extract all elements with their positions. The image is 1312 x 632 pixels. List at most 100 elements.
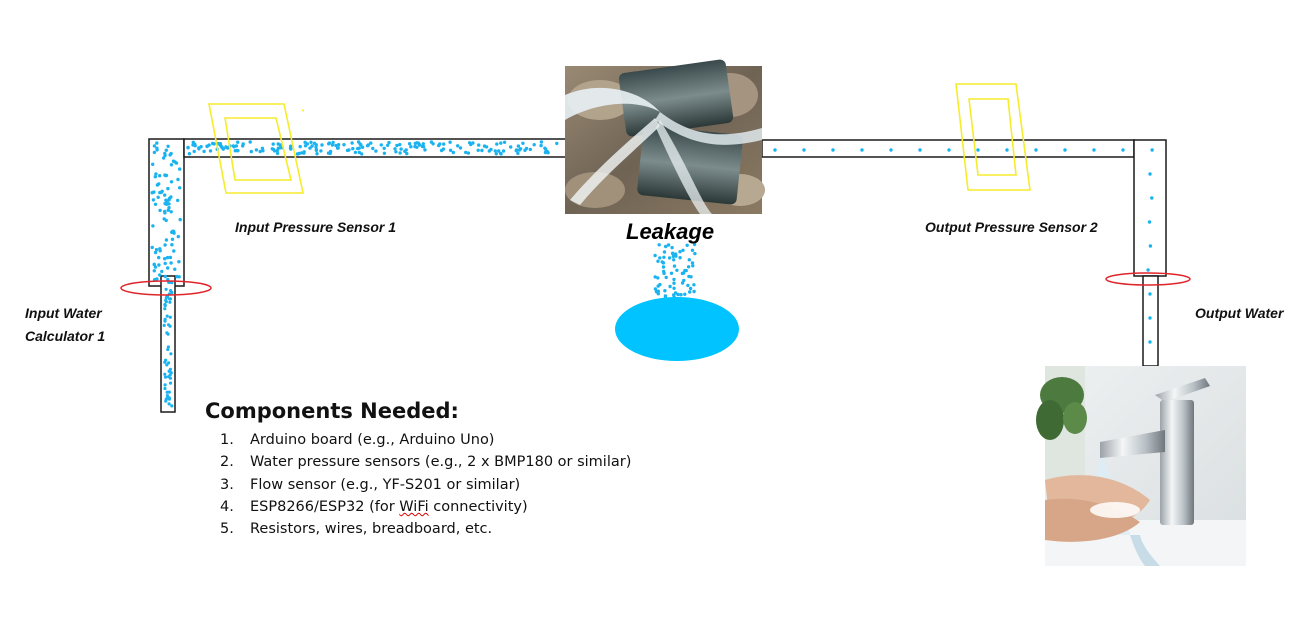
leakage-label: Leakage [626, 219, 715, 244]
water-dot [394, 150, 398, 154]
water-dot [423, 148, 427, 152]
water-dot [672, 286, 676, 290]
water-dot [693, 251, 697, 256]
water-dot [353, 150, 358, 155]
input-water-calculator-line1: Input Water [25, 305, 102, 321]
water-dot [466, 151, 471, 155]
water-dot [374, 149, 378, 153]
water-dot [170, 237, 175, 241]
water-dot [688, 290, 692, 294]
water-dot [168, 376, 172, 380]
list-item-number: 1. [220, 432, 234, 448]
water-dot [382, 146, 386, 150]
output-water-meter-ring [1105, 272, 1191, 286]
output-water-label: Output Water [1195, 305, 1284, 321]
water-dot [656, 292, 660, 296]
water-dot [497, 149, 501, 153]
water-dot [357, 150, 361, 155]
output-pressure-sensor-label: Output Pressure Sensor 2 [925, 219, 1098, 235]
water-dot [499, 141, 503, 145]
water-dot [241, 142, 245, 146]
water-dot [657, 243, 661, 247]
water-dot [686, 283, 690, 288]
water-dot [658, 256, 662, 260]
water-dot [295, 152, 300, 156]
water-dot [175, 274, 179, 279]
water-dot [691, 264, 695, 268]
water-dot [167, 361, 171, 365]
water-dot [178, 217, 182, 222]
water-dot [1148, 244, 1153, 248]
water-dot [667, 256, 672, 260]
water-dot [154, 172, 158, 176]
water-dot [153, 250, 158, 255]
water-dot [163, 193, 167, 197]
water-dot [664, 275, 668, 280]
water-dot [331, 140, 335, 145]
water-dot [1034, 148, 1038, 152]
water-dot [166, 345, 170, 349]
water-dot [152, 262, 156, 267]
water-dot [191, 140, 195, 144]
water-dot [482, 144, 487, 148]
water-dot [387, 140, 391, 145]
water-dot [555, 141, 559, 146]
water-dot [692, 289, 696, 294]
water-dot [165, 314, 169, 318]
list-item-text: ESP8266/ESP32 (for [250, 498, 400, 515]
water-dot [679, 293, 683, 297]
list-item: 5.Resistors, wires, breadboard, etc. [205, 518, 631, 540]
list-item: 4.ESP8266/ESP32 (for WiFi connectivity) [205, 496, 631, 518]
water-dot [656, 289, 660, 293]
water-dot [176, 234, 180, 239]
water-dot [168, 255, 173, 260]
water-dot [672, 281, 676, 285]
water-dot [422, 145, 426, 149]
water-dot [314, 148, 319, 153]
water-dot [164, 238, 169, 242]
water-dot [171, 229, 175, 233]
water-dot [166, 186, 170, 191]
water-dot [456, 144, 460, 148]
water-dot [169, 195, 173, 199]
water-dot [163, 375, 168, 379]
water-dot [417, 143, 422, 147]
water-dot [162, 323, 166, 327]
water-dot [163, 243, 167, 247]
leak-drip-dots [653, 242, 697, 300]
water-dot [413, 141, 417, 146]
water-dot [678, 250, 682, 254]
water-dot [163, 307, 167, 311]
water-dot [168, 373, 172, 377]
water-dot [163, 303, 167, 308]
water-dot [302, 151, 306, 155]
water-dot [165, 255, 170, 260]
water-dot [398, 142, 402, 147]
water-dot [154, 248, 159, 252]
water-dot [163, 274, 167, 279]
water-dot [312, 141, 317, 145]
water-dot [319, 149, 323, 153]
water-dot [211, 141, 215, 146]
water-dot [176, 198, 180, 203]
water-dot [672, 264, 677, 268]
water-dot [692, 283, 696, 287]
water-dot [163, 151, 167, 156]
water-dot [395, 143, 399, 148]
water-dot [670, 251, 675, 256]
water-dot [502, 140, 507, 144]
water-dot [336, 143, 341, 147]
water-dot [802, 148, 806, 152]
water-dot [334, 143, 338, 148]
water-dot [169, 352, 173, 356]
water-dot [350, 141, 354, 145]
water-dot [248, 140, 252, 144]
faucet-hands-photo-icon [1036, 366, 1246, 566]
water-dot [407, 142, 412, 146]
water-dot [662, 255, 666, 259]
water-dot [687, 258, 691, 262]
water-dot [330, 143, 335, 147]
water-dot [153, 175, 157, 179]
water-dot [524, 146, 529, 151]
